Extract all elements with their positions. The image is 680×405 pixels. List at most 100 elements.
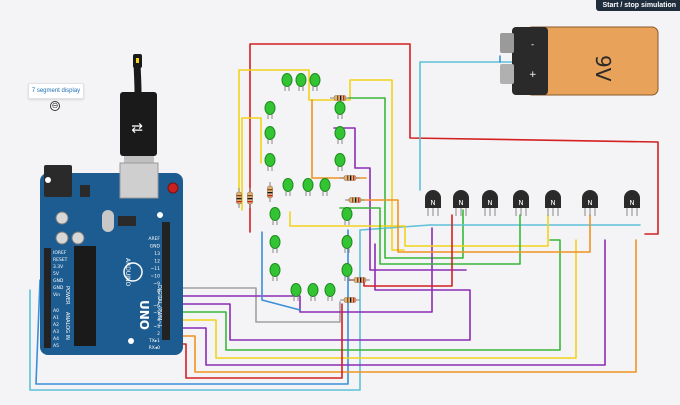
power-label: POWER — [64, 286, 70, 305]
wire-yellow-3[interactable] — [177, 239, 577, 359]
digital-pin-label: TX▸1 — [148, 338, 160, 344]
digital-pin-label: AREF — [148, 236, 160, 242]
wire-purple-3[interactable] — [333, 127, 467, 271]
wire-yellow-4[interactable] — [289, 211, 549, 247]
wire-green-3[interactable] — [339, 207, 521, 265]
led[interactable] — [309, 73, 321, 87]
wire-purple-1[interactable] — [177, 227, 433, 313]
analog-label: ANALOG IN — [64, 312, 70, 340]
wire-green-2[interactable] — [177, 239, 561, 351]
led[interactable] — [264, 153, 276, 167]
analog-pin-label: A5 — [53, 343, 59, 349]
led[interactable] — [269, 207, 281, 221]
digital-label: DIGITAL (PWM~) — [156, 285, 162, 327]
led[interactable] — [334, 126, 346, 140]
seven-segment-leds[interactable] — [264, 73, 353, 302]
wire-red-2[interactable] — [177, 303, 343, 379]
transistor-label: N — [458, 199, 463, 207]
usb-cable[interactable]: ⇅ — [120, 54, 157, 166]
digital-pin-label: RX◂0 — [149, 345, 160, 351]
led[interactable] — [290, 283, 302, 297]
wire-blue-seg[interactable] — [261, 231, 301, 311]
collapse-annotation-icon[interactable]: ⊖ — [50, 101, 60, 111]
wire-yellow-top[interactable] — [238, 69, 405, 251]
resistor[interactable] — [236, 188, 242, 208]
digital-pin-label: 12 — [154, 259, 160, 265]
wire-gray[interactable] — [177, 287, 341, 323]
led[interactable] — [264, 101, 276, 115]
led[interactable] — [334, 153, 346, 167]
npn-transistor[interactable]: N — [513, 190, 529, 216]
digital-pin-label: 2 — [157, 331, 160, 337]
analog-pin-label: A3 — [53, 329, 59, 335]
analog-pin-label: A4 — [53, 336, 59, 342]
wire-purple-2[interactable] — [177, 243, 471, 341]
npn-transistor[interactable]: N — [425, 190, 441, 216]
npn-transistor[interactable]: N — [453, 190, 469, 216]
annotation-label[interactable]: 7 segment display — [28, 83, 84, 99]
transistor-label: N — [587, 199, 592, 207]
wire-green-right[interactable] — [347, 97, 464, 259]
wire-blue-left[interactable] — [35, 229, 349, 385]
wire-cyan-left[interactable] — [29, 224, 431, 391]
led[interactable] — [264, 126, 276, 140]
transistor-label: N — [430, 199, 435, 207]
wires — [29, 43, 659, 391]
transistor-label: N — [518, 199, 523, 207]
battery-9v[interactable]: - + 9V — [500, 26, 659, 96]
led[interactable] — [281, 73, 293, 87]
wire-orange[interactable] — [177, 239, 637, 373]
digital-pin-label: ~11 — [151, 266, 161, 272]
power-pin-label: GND — [53, 285, 64, 291]
transistor-label: N — [487, 199, 492, 207]
start-stop-simulation-button[interactable]: Start / stop simulation — [596, 0, 680, 11]
resistor[interactable] — [350, 277, 370, 283]
digital-pin-label: 13 — [154, 251, 160, 257]
npn-transistor[interactable]: N — [482, 190, 498, 216]
led[interactable] — [341, 235, 353, 249]
wire-cyan-battery[interactable] — [419, 61, 513, 191]
analog-pin-label: A2 — [53, 322, 59, 328]
resistors[interactable] — [236, 95, 371, 303]
digital-pin-label: ~9 — [153, 281, 160, 287]
resistor[interactable] — [267, 182, 273, 202]
wire-orange-2[interactable] — [347, 199, 591, 253]
led[interactable] — [269, 263, 281, 277]
wire-purple-4[interactable] — [177, 239, 606, 366]
wire-yellow-mid[interactable] — [241, 117, 262, 211]
digital-pin-label: ~5 — [153, 310, 160, 316]
led[interactable] — [269, 235, 281, 249]
npn-transistor[interactable]: N — [545, 190, 561, 216]
led[interactable] — [307, 283, 319, 297]
battery-minus-label: - — [531, 40, 534, 50]
arduino-uno-board[interactable]: ARDUINO UNO POWER ANALOG IN DIGITAL (PWM… — [40, 162, 183, 355]
led[interactable] — [295, 73, 307, 87]
battery-plus-label: + — [529, 70, 537, 80]
usb-icon: ⇅ — [128, 122, 144, 134]
led[interactable] — [341, 207, 353, 221]
led[interactable] — [334, 101, 346, 115]
resistor[interactable] — [340, 175, 360, 181]
wire-red-battery[interactable] — [249, 43, 659, 235]
resistor[interactable] — [330, 95, 350, 101]
resistor[interactable] — [345, 197, 365, 203]
digital-pin-label: 4 — [157, 317, 160, 323]
resistor[interactable] — [340, 297, 360, 303]
led[interactable] — [341, 263, 353, 277]
resistor[interactable] — [247, 188, 253, 208]
npn-transistor[interactable]: N — [582, 190, 598, 216]
arduino-model-text: UNO — [137, 300, 151, 330]
led[interactable] — [302, 178, 314, 192]
led[interactable] — [324, 283, 336, 297]
digital-pin-label: GND — [150, 244, 161, 250]
led[interactable] — [282, 178, 294, 192]
led[interactable] — [319, 178, 331, 192]
digital-pin-label: ~6 — [153, 303, 160, 309]
npn-transistor[interactable]: N — [624, 190, 640, 216]
